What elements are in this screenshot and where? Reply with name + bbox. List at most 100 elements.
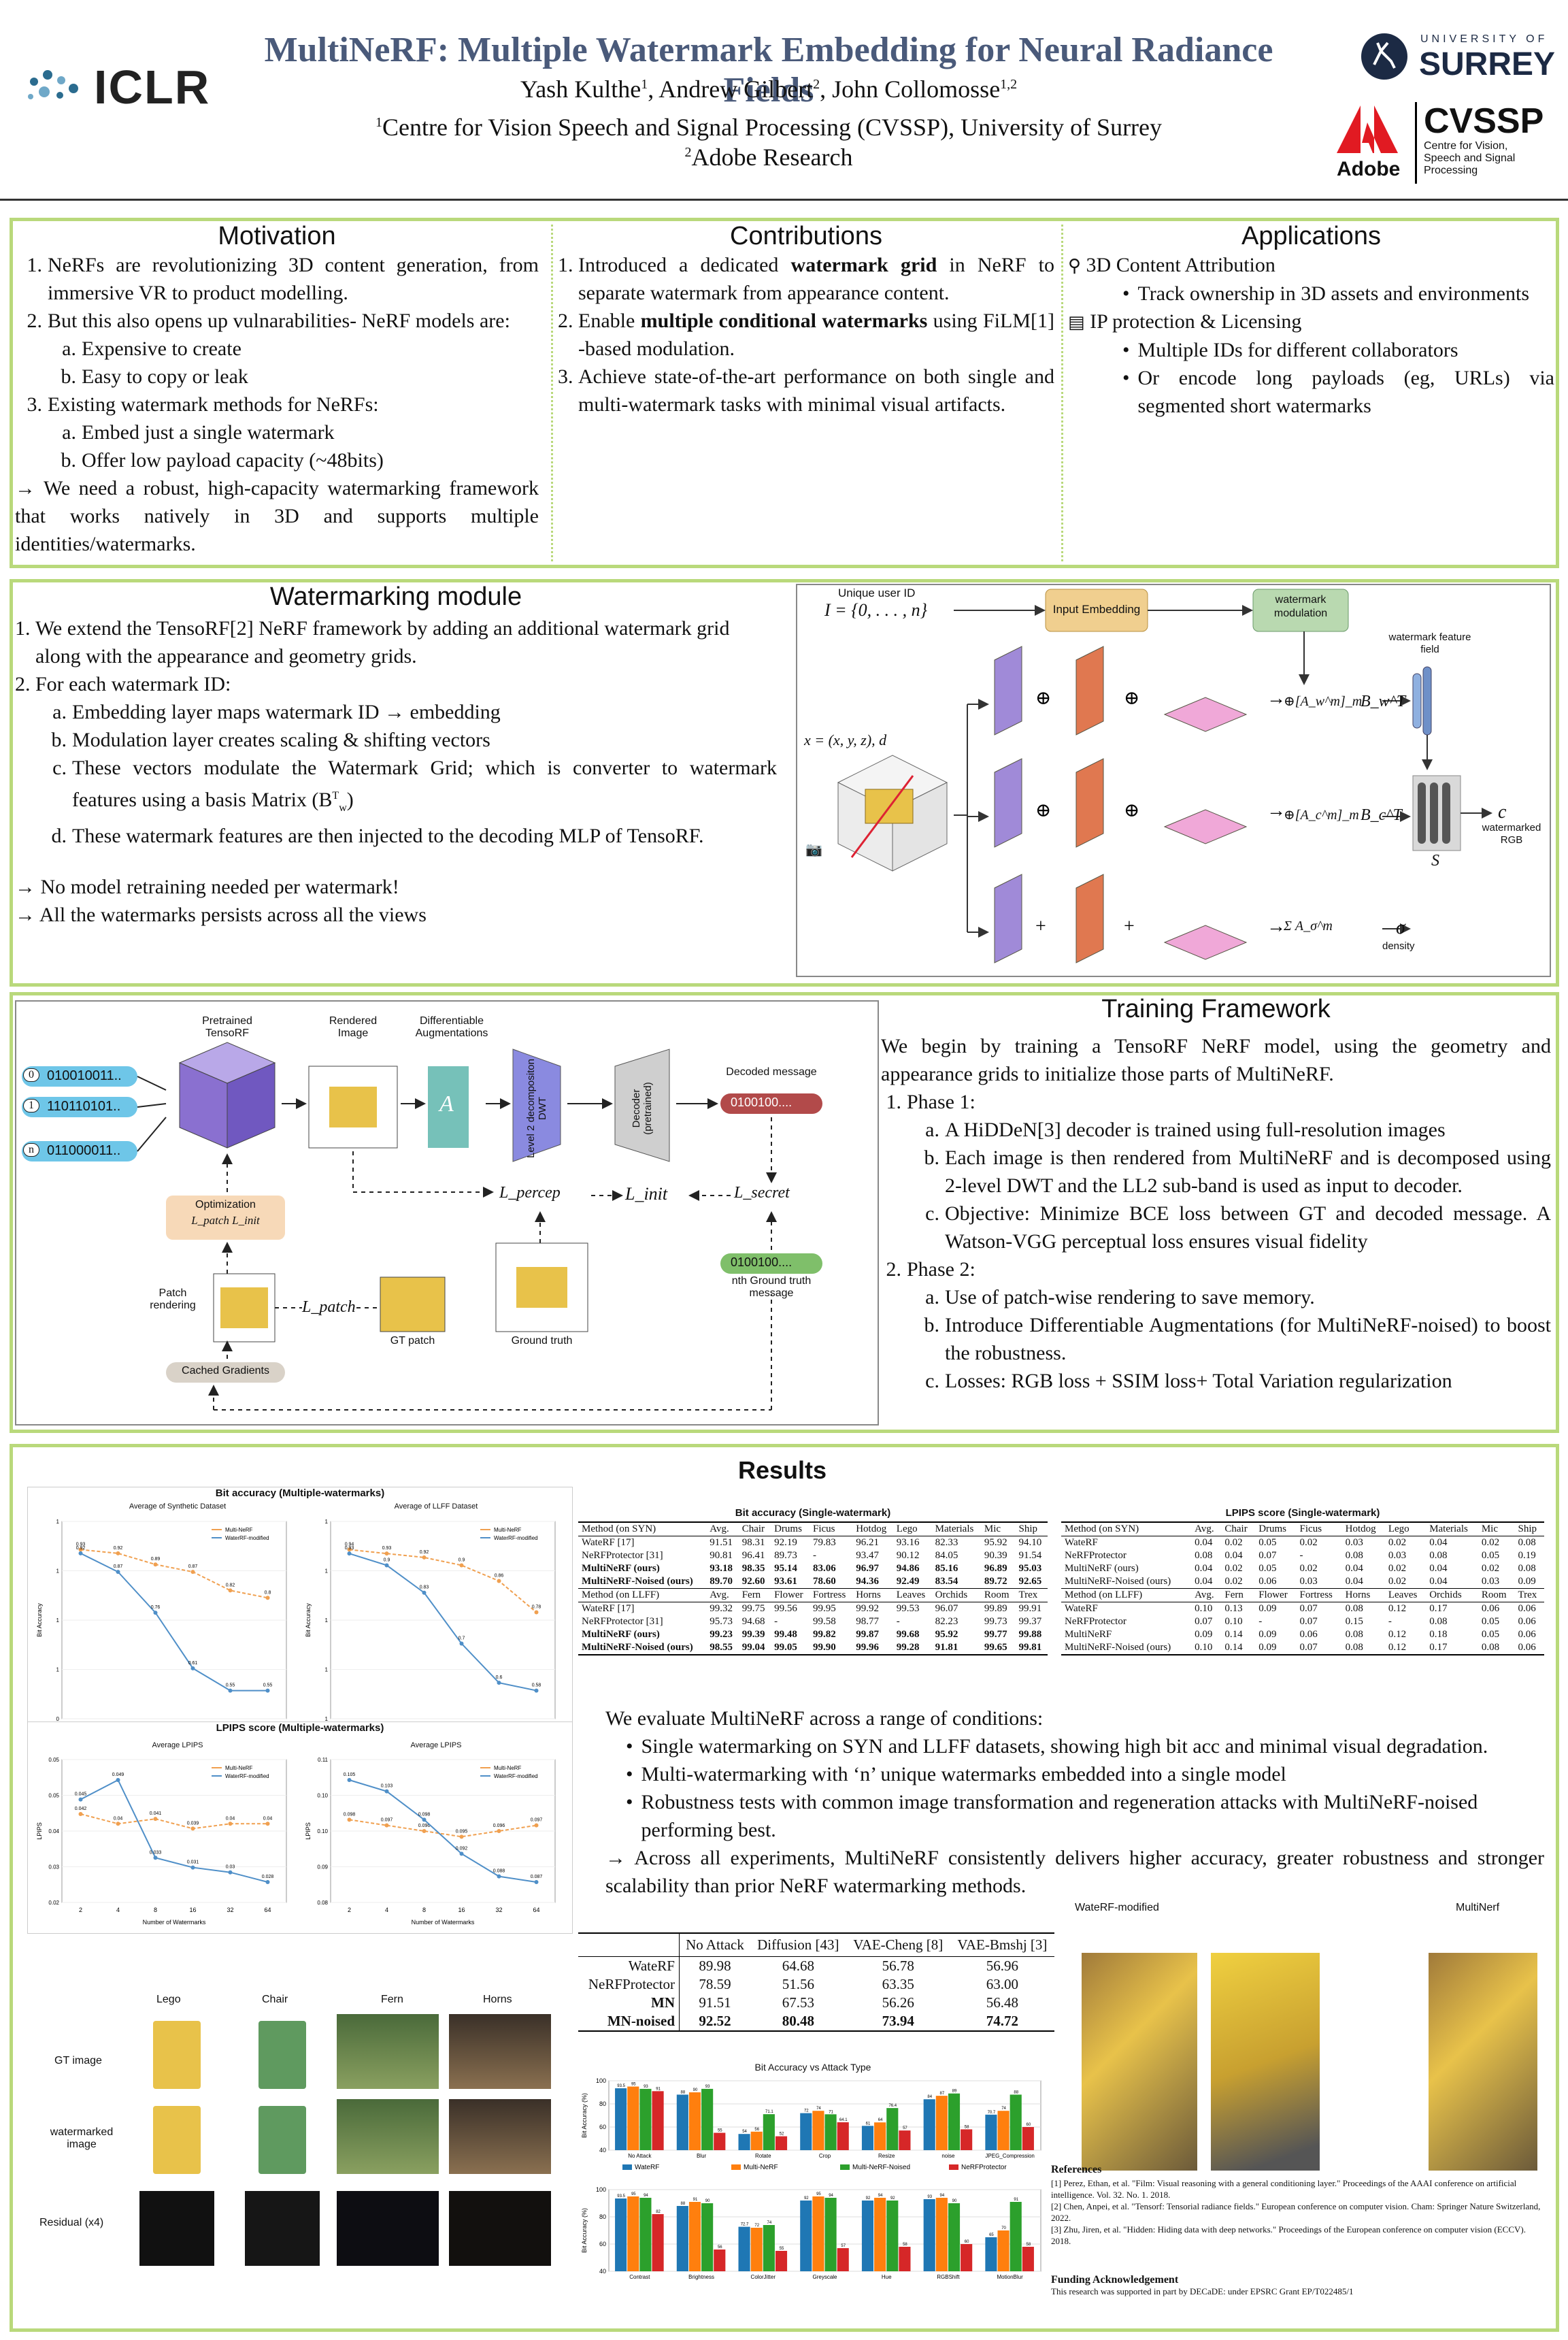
table-cell: 92.19 xyxy=(774,1537,797,1548)
table-header-cell: Drums xyxy=(1258,1523,1287,1534)
bar xyxy=(1010,2202,1022,2271)
data-point xyxy=(78,1547,83,1552)
bar xyxy=(985,2114,997,2150)
data-point xyxy=(459,1563,464,1568)
table-header-cell: Trex xyxy=(1518,1589,1537,1600)
y-tick-label: 0.11 xyxy=(318,1757,329,1763)
y-tick-label: 1 xyxy=(56,1519,60,1525)
table-cell: MultiNeRF (ours) xyxy=(1065,1563,1139,1574)
bar-value-label: 91 xyxy=(693,2198,698,2202)
bar xyxy=(1022,2127,1034,2150)
bar-value-label: 95 xyxy=(816,2192,821,2196)
bar-value-label: 56 xyxy=(754,2128,759,2132)
contributions-section: Contributions 1.Introduced a dedicated w… xyxy=(558,222,1054,416)
table-cell: 99.37 xyxy=(1018,1616,1042,1627)
waterrf-render-image xyxy=(1082,1953,1197,2171)
table-cell: 0.13 xyxy=(1224,1603,1243,1614)
y-tick-label: 0 xyxy=(56,1716,60,1722)
motivation-subitem: Offer low payload capacity (~48bits) xyxy=(82,449,384,472)
table-cell: 0.06 xyxy=(1299,1629,1318,1640)
y-tick-label: 0.05 xyxy=(48,1757,59,1763)
table-cell: 99.68 xyxy=(896,1629,920,1640)
table-header-cell: Trex xyxy=(1018,1589,1038,1600)
x-tick-label: 8 xyxy=(422,1907,426,1913)
table-header-cell: Method (on SYN) xyxy=(1065,1523,1139,1534)
iclr-logo: ICLR xyxy=(14,54,218,116)
data-label: 0.83 xyxy=(420,1585,429,1590)
res-horns-image xyxy=(449,2191,551,2266)
data-label: 0.55 xyxy=(263,1683,273,1688)
table-cell: 94.86 xyxy=(896,1563,920,1574)
optim-loss: L_patch L_init xyxy=(191,1214,260,1227)
data-label: 0.92 xyxy=(114,1546,123,1551)
decoder-label: Decoder (pretrained) xyxy=(631,1082,654,1135)
y-axis-label: Bit Accuracy (%) xyxy=(581,2093,588,2138)
y-tick-label: 0.09 xyxy=(317,1864,328,1871)
id-badge: n xyxy=(23,1143,39,1157)
table-cell: 0.10 xyxy=(1195,1603,1213,1614)
authors: Yash Kulthe1, Andrew Gilbert2, John Coll… xyxy=(520,76,1018,103)
gt-patch-label: GT patch xyxy=(390,1335,435,1347)
bar xyxy=(800,2113,812,2150)
table-cell: 84.05 xyxy=(935,1550,958,1561)
table-cell: MultiNeRF-Noised (ours) xyxy=(582,1576,693,1587)
series-line xyxy=(349,1779,537,1883)
bar xyxy=(923,2199,935,2271)
table-header-cell: Leaves xyxy=(896,1589,926,1600)
table-cell: 73.94 xyxy=(882,2013,914,2029)
legend-label: Multi-NeRF xyxy=(225,1765,253,1771)
data-label: 0.61 xyxy=(188,1661,198,1666)
table-cell: 0.14 xyxy=(1224,1642,1243,1653)
table-cell: 0.12 xyxy=(1388,1642,1407,1653)
bar-value-label: 92 xyxy=(890,2196,895,2201)
table-cell: 82.23 xyxy=(935,1616,958,1627)
bar xyxy=(861,2201,874,2271)
b-w-label: B_w^T xyxy=(1361,693,1406,710)
table-cell: 98.55 xyxy=(710,1642,733,1653)
x-tick-label: 8 xyxy=(154,1907,157,1913)
table-header-cell: Orchids xyxy=(1429,1589,1462,1600)
scene-cube xyxy=(837,755,948,872)
funding-text: This research was supported in part by D… xyxy=(1051,2286,1354,2296)
series-line xyxy=(80,1552,268,1692)
data-point xyxy=(534,1823,539,1828)
cached-gradients-box xyxy=(166,1362,285,1383)
bar xyxy=(615,2198,627,2271)
table-header-cell: Fortress xyxy=(812,1589,846,1600)
table-cell: 0.08 xyxy=(1345,1629,1363,1640)
table-header-cell: Horns xyxy=(856,1589,881,1600)
stag-icon xyxy=(1361,33,1407,80)
table-cell: 0.02 xyxy=(1388,1563,1407,1574)
legend-label: WaterRF-modified xyxy=(494,1773,538,1779)
svg-text:→: → xyxy=(1267,916,1286,937)
table-cell: 0.08 xyxy=(1345,1642,1363,1653)
l-init-label: L_init xyxy=(625,1184,668,1204)
table-header-cell xyxy=(578,1933,680,1957)
b-c-label: B_c^T xyxy=(1361,806,1402,824)
table-cell: NeRFProtector [31] xyxy=(582,1550,663,1561)
data-label: 0.76 xyxy=(151,1605,161,1610)
bar-value-label: 90 xyxy=(952,2199,957,2203)
table-cell: 0.08 xyxy=(1429,1550,1448,1561)
data-label: 0.93 xyxy=(76,1542,86,1547)
table-header-cell: Flower xyxy=(774,1589,803,1600)
motivation-item: But this also opens up vulnarabilities- … xyxy=(48,310,510,332)
table-cell: 0.03 xyxy=(1299,1576,1318,1587)
table-cell: 98.77 xyxy=(856,1616,879,1627)
author-name: John Collomosse xyxy=(832,76,1001,103)
sum-w-label: ⊕[A_w^m]_m xyxy=(1284,694,1363,709)
data-label: 0.098 xyxy=(418,1812,431,1817)
bar xyxy=(688,2202,701,2271)
x-tick-label: 32 xyxy=(227,1907,233,1913)
y-tick-label: 1 xyxy=(56,1667,60,1673)
table-cell: 56.96 xyxy=(986,1958,1019,1974)
y-tick-label: 100 xyxy=(596,2077,606,2084)
affiliation-1: 1Centre for Vision Speech and Signal Pro… xyxy=(375,114,1163,141)
table-cell: 89.70 xyxy=(710,1576,733,1587)
table-cell: 0.09 xyxy=(1258,1603,1277,1614)
